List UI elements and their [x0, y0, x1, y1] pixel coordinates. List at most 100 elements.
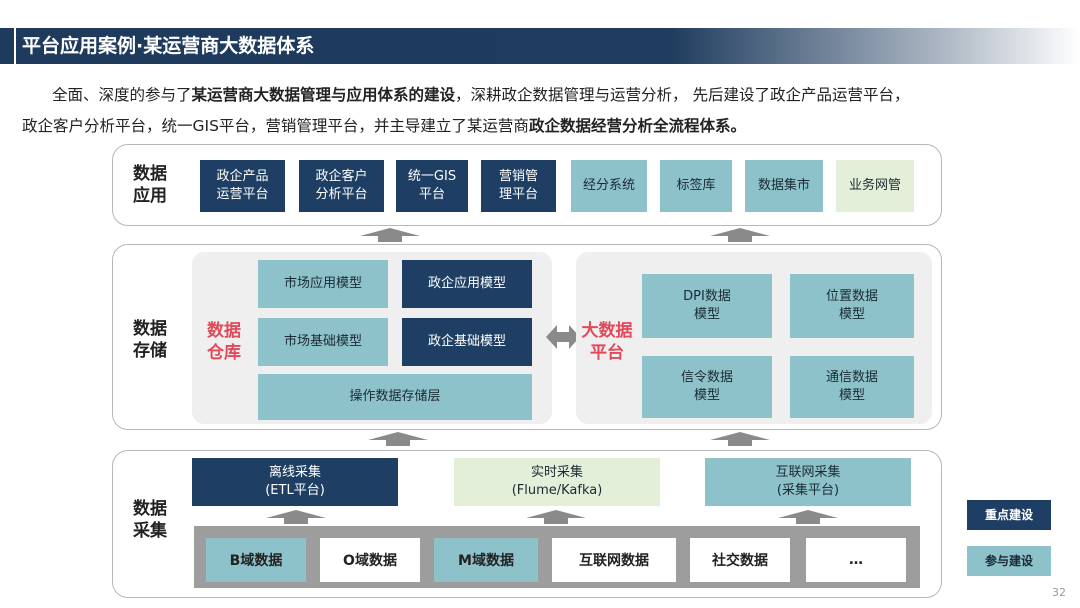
box-text: 分析平台 [315, 187, 368, 202]
title-bar [0, 28, 1080, 64]
box-text: 实时采集 [530, 465, 583, 480]
legend-participate-construction: 参与建设 [967, 546, 1051, 576]
source-text: 社交数据 [712, 553, 768, 569]
label-line: 数据 [207, 321, 241, 341]
box-text: 位置数据 [825, 289, 878, 304]
box-text: 政企产品 [216, 169, 269, 184]
box-text: 运营平台 [216, 187, 269, 202]
collect-layer-label: 数据 采集 [120, 498, 180, 542]
source-text: 互联网数据 [579, 553, 649, 569]
bigdata-label: 大数据 平台 [576, 320, 638, 364]
source-text: M域数据 [458, 553, 514, 569]
source-o-domain: O域数据 [320, 538, 420, 582]
label-line: 存储 [133, 341, 167, 361]
box-text: 数据集市 [757, 178, 810, 193]
label-line: 平台 [590, 343, 624, 363]
intro-text: ，深耕政企数据管理与运营分析， 先后建设了政企产品运营平台， [455, 86, 910, 104]
collect-offline: 离线采集(ETL平台) [192, 458, 398, 506]
up-arrow-icon [710, 432, 770, 446]
up-arrow-icon [368, 432, 428, 446]
source-social: 社交数据 [690, 538, 790, 582]
box-text: 离线采集 [268, 465, 321, 480]
box-text: 互联网采集 [775, 465, 841, 480]
intro-line-2: 政企客户分析平台，统一GIS平台，营销管理平台，并主导建立了某运营商政企数据经营… [22, 111, 1062, 141]
double-arrow-icon [546, 325, 580, 349]
box-text: (采集平台) [776, 483, 840, 498]
box-text: 模型 [693, 307, 720, 322]
label-line: 采集 [133, 521, 167, 541]
intro-text: 政企客户分析平台，统一GIS平台，营销管理平台，并主导建立了某运营商 [22, 117, 529, 135]
warehouse-gov-base-model: 政企基础模型 [402, 318, 532, 366]
box-text: 信令数据 [680, 370, 733, 385]
source-text: … [849, 552, 863, 568]
page-number: 32 [1052, 586, 1066, 599]
box-text: 通信数据 [825, 370, 878, 385]
app-item-marketing-platform: 营销管理平台 [481, 160, 556, 212]
box-text: 营销管 [498, 169, 538, 184]
warehouse-market-app-model: 市场应用模型 [258, 260, 388, 308]
app-item-customer-platform: 政企客户分析平台 [299, 160, 384, 212]
box-text: 模型 [838, 388, 865, 403]
source-m-domain: M域数据 [434, 538, 538, 582]
app-layer-label: 数据 应用 [120, 163, 180, 207]
source-text: B域数据 [229, 553, 283, 569]
up-arrow-icon [710, 228, 770, 242]
box-text: 统一GIS [407, 169, 457, 184]
warehouse-gov-app-model: 政企应用模型 [402, 260, 532, 308]
bigdata-dpi-model: DPI数据模型 [642, 274, 772, 338]
intro-text: 全面、深度的参与了 [52, 86, 192, 104]
source-text: O域数据 [343, 553, 397, 569]
up-arrow-icon [778, 510, 838, 524]
app-item-tag-library: 标签库 [660, 160, 732, 212]
source-internet: 互联网数据 [552, 538, 676, 582]
bigdata-communication-model: 通信数据模型 [790, 356, 914, 418]
app-item-bass: 经分系统 [571, 160, 647, 212]
warehouse-label: 数据 仓库 [196, 320, 252, 364]
box-text: 市场应用模型 [283, 276, 362, 291]
app-item-gis-platform: 统一GIS 平台 [396, 160, 468, 212]
up-arrow-icon [360, 228, 420, 242]
legend-text: 参与建设 [984, 554, 1033, 568]
label-line: 应用 [133, 186, 167, 206]
bigdata-location-model: 位置数据模型 [790, 274, 914, 338]
source-b-domain: B域数据 [206, 538, 306, 582]
collect-realtime: 实时采集 (Flume/Kafka) [454, 458, 660, 506]
collect-internet: 互联网采集 (采集平台) [705, 458, 911, 506]
title-accent-bar [8, 28, 12, 64]
warehouse-ods-layer: 操作数据存储层 [258, 374, 532, 420]
app-item-data-mart: 数据集市 [745, 160, 823, 212]
box-text: DPI数据 [683, 289, 731, 304]
bigdata-signaling-model: 信令数据模型 [642, 356, 772, 418]
box-text: 经分系统 [582, 178, 635, 193]
box-text: 政企应用模型 [427, 276, 506, 291]
intro-line-1: 全面、深度的参与了某运营商大数据管理与应用体系的建设，深耕政企数据管理与运营分析… [22, 80, 1062, 110]
box-text: 模型 [693, 388, 720, 403]
box-text: 市场基础模型 [283, 334, 362, 349]
label-line: 数据 [133, 499, 167, 519]
box-text: (Flume/Kafka) [511, 483, 603, 498]
box-text: 业务网管 [848, 178, 901, 193]
legend-text: 重点建设 [984, 508, 1033, 522]
up-arrow-icon [526, 510, 586, 524]
label-line: 数据 [133, 319, 167, 339]
label-line: 仓库 [207, 343, 241, 363]
box-text: 标签库 [676, 178, 716, 193]
legend-key-construction: 重点建设 [967, 500, 1051, 530]
label-line: 数据 [133, 164, 167, 184]
app-item-network-mgmt: 业务网管 [836, 160, 914, 212]
intro-emphasis: 某运营商大数据管理与应用体系的建设 [191, 86, 456, 104]
page-title: 平台应用案例·某运营商大数据体系 [22, 35, 315, 57]
title-accent-gap [14, 28, 16, 64]
warehouse-market-base-model: 市场基础模型 [258, 318, 388, 366]
box-text: 理平台 [498, 187, 538, 202]
box-text: 政企客户 [315, 169, 368, 184]
storage-layer-label: 数据 存储 [120, 318, 180, 362]
app-item-product-platform: 政企产品运营平台 [200, 160, 285, 212]
up-arrow-icon [266, 510, 326, 524]
box-text: 操作数据存储层 [349, 389, 441, 404]
label-line: 大数据 [581, 321, 633, 341]
intro-emphasis: 政企数据经营分析全流程体系。 [528, 117, 746, 135]
source-more: … [806, 538, 906, 582]
box-text: 平台 [418, 187, 445, 202]
box-text: 模型 [838, 307, 865, 322]
